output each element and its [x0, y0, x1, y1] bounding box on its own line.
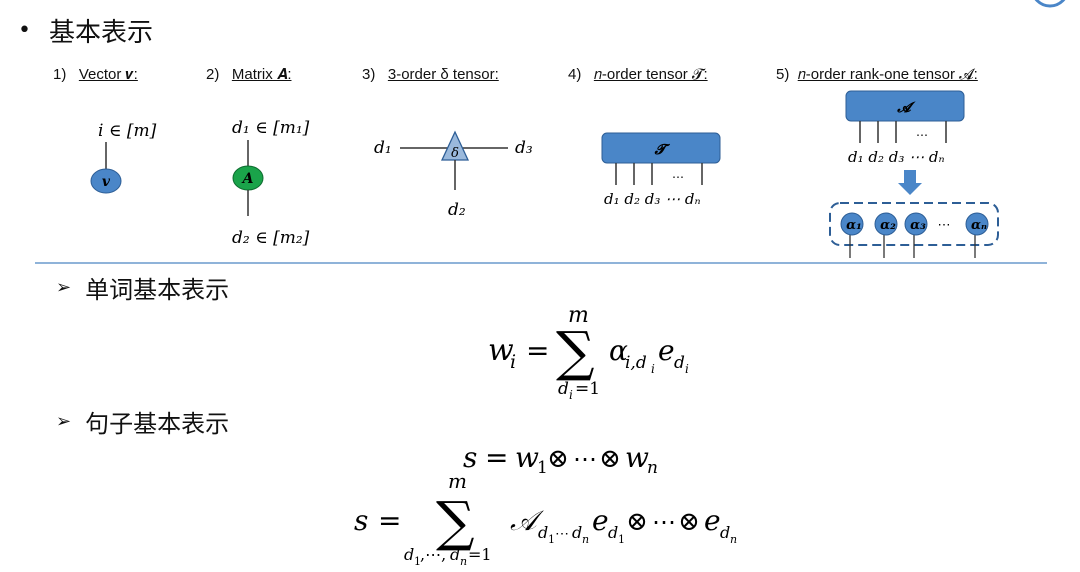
- item-matrix-label: 2) Matrix 𝑨:: [206, 66, 292, 83]
- arrow-bullet-icon: ➢: [56, 411, 72, 432]
- delta-right-label: d₃: [515, 138, 533, 158]
- arrow-bullet-icon: ➢: [56, 277, 72, 298]
- svg-text:m: m: [568, 303, 589, 328]
- svg-text:d: d: [608, 523, 618, 542]
- svg-text:1: 1: [548, 533, 555, 546]
- ntensor-legs-label: d₁ d₂ d₃ ⋯ dₙ: [604, 190, 701, 208]
- svg-text:=: =: [485, 441, 508, 474]
- factor-label-1: 𝜶₁: [846, 218, 862, 233]
- svg-text:d: d: [450, 545, 460, 564]
- delta-left-label: d₁: [374, 138, 392, 158]
- svg-text:=1: =1: [575, 379, 600, 399]
- title-text: 基本表示: [48, 18, 153, 48]
- factor-node: [965, 212, 989, 236]
- tensor-diagrams: i ∈ [m] 𝒗 d₁ ∈ [m₁] 𝑨 d₂ ∈ [m₂] d₁ δ d₃ …: [90, 90, 999, 258]
- svg-text:d: d: [404, 545, 414, 564]
- word-section-title: ➢ 单词基本表示: [56, 276, 230, 304]
- sentence-formula-2: s = m ∑ d 1 ,⋯, d n =1 𝒜 d 1 ⋯ d n e d 1…: [354, 469, 737, 568]
- item-ntensor-label: 4) 𝑛-order tensor 𝓣:: [568, 66, 708, 83]
- factor-between-dots: ⋯: [938, 218, 951, 233]
- factor-node: [874, 212, 898, 236]
- rankone-factor-box: [829, 202, 999, 246]
- word-formula: w i = m ∑ d i =1 α i,d i e d i: [488, 303, 689, 402]
- svg-text:α: α: [609, 334, 628, 367]
- svg-text:i: i: [685, 362, 689, 376]
- delta-node-label: δ: [451, 146, 459, 161]
- factor-label-n: 𝜶ₙ: [971, 218, 987, 233]
- svg-text:n: n: [647, 458, 658, 478]
- factor-label-2: 𝜶₂: [880, 218, 896, 233]
- slide-title: • 基本表示: [18, 12, 153, 49]
- svg-text:s: s: [463, 441, 477, 474]
- svg-text:1: 1: [414, 555, 421, 568]
- svg-text:s: s: [354, 504, 368, 537]
- bullet-icon: •: [18, 18, 31, 43]
- svg-text:d: d: [572, 523, 582, 542]
- svg-text:⋯: ⋯: [555, 526, 569, 542]
- svg-text:⊗: ⊗: [678, 507, 700, 537]
- item-vector-label: 1) Vector 𝒗:: [53, 66, 138, 83]
- rankone-dots: …: [916, 125, 928, 139]
- svg-text:=: =: [526, 334, 549, 367]
- svg-text:e: e: [704, 504, 721, 537]
- svg-text:⊗: ⊗: [547, 444, 569, 474]
- svg-text:n: n: [730, 533, 737, 546]
- svg-text:i: i: [510, 351, 516, 373]
- rankone-legs-label: d₁ d₂ d₃ ⋯ dₙ: [848, 148, 945, 166]
- svg-text:⊗: ⊗: [599, 444, 621, 474]
- svg-text:n: n: [460, 555, 467, 568]
- svg-text:⊗: ⊗: [626, 507, 648, 537]
- vector-node-label: 𝒗: [102, 174, 111, 190]
- delta-bottom-label: d₂: [448, 200, 466, 220]
- matrix-top-label: d₁ ∈ [m₁]: [232, 118, 310, 138]
- svg-text:∑: ∑: [436, 490, 475, 553]
- svg-text:i: i: [651, 362, 655, 376]
- svg-text:1: 1: [537, 458, 548, 478]
- svg-text:1: 1: [618, 533, 625, 546]
- ntensor-dots: …: [672, 167, 684, 181]
- svg-text:w: w: [625, 441, 649, 474]
- svg-text:d: d: [720, 523, 730, 542]
- svg-text:∑: ∑: [556, 320, 595, 383]
- svg-text:m: m: [448, 469, 467, 493]
- svg-text:⋯: ⋯: [573, 445, 597, 473]
- sentence-section-title: ➢ 句子基本表示: [56, 410, 230, 438]
- svg-text:e: e: [658, 334, 675, 367]
- svg-text:,⋯,: ,⋯,: [420, 545, 446, 564]
- svg-text:d: d: [538, 523, 548, 542]
- down-arrow-icon: [898, 170, 922, 195]
- logo-icon: [1034, 0, 1066, 8]
- svg-text:w: w: [515, 441, 539, 474]
- svg-text:d: d: [674, 353, 685, 373]
- matrix-bottom-label: d₂ ∈ [m₂]: [232, 228, 310, 248]
- svg-text:⋯: ⋯: [652, 508, 676, 536]
- item-delta-label: 3) 3-order δ tensor:: [362, 66, 499, 83]
- section-divider: [35, 262, 1047, 264]
- vector-node: [90, 168, 122, 194]
- factor-label-3: 𝜶₃: [910, 218, 926, 233]
- svg-text:w: w: [488, 333, 514, 368]
- svg-text:i: i: [569, 388, 573, 402]
- item-rankone-label: 5) 𝑛-order rank-one tensor 𝓐:: [776, 66, 978, 83]
- svg-text:d: d: [558, 379, 569, 399]
- sentence-formula-1: s = w 1 ⊗ ⋯ ⊗ w n: [463, 441, 658, 478]
- factor-node: [840, 212, 864, 236]
- svg-text:e: e: [592, 504, 609, 537]
- ntensor-node: [601, 132, 721, 164]
- matrix-node-label: 𝑨: [241, 171, 254, 187]
- vector-top-label: i ∈ [m]: [98, 121, 157, 141]
- svg-text:=1: =1: [468, 545, 492, 564]
- svg-text:i,d: i,d: [625, 353, 647, 373]
- factor-node: [904, 212, 928, 236]
- svg-text:n: n: [582, 533, 589, 546]
- svg-text:=: =: [378, 504, 401, 537]
- rankone-node: [845, 90, 965, 122]
